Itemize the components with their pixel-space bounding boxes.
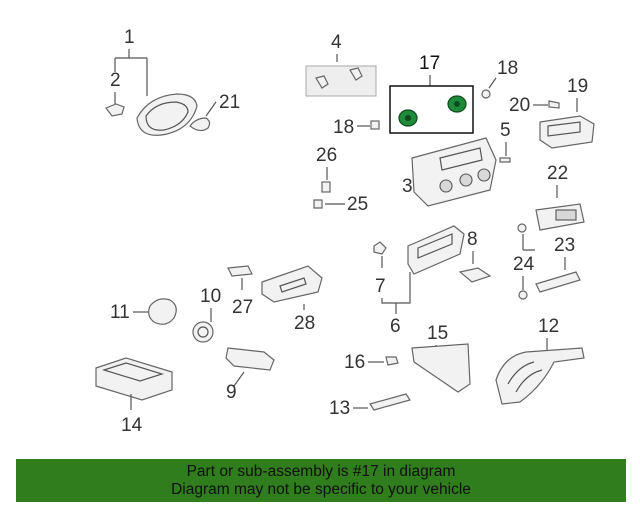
clip-part-18-left: [370, 120, 380, 130]
part-group-4: 4: [305, 32, 377, 97]
part-group-11: 11 10 9: [110, 286, 275, 403]
control-knob-3a: [439, 179, 453, 193]
part-group-27: 27 28: [227, 265, 323, 334]
control-knob-3b: [459, 173, 473, 187]
screw-part-5: [499, 157, 511, 163]
part-group-19: 19 20 5: [499, 76, 595, 163]
lighter-socket-inner: [197, 326, 209, 338]
trim-strip-part-23: [535, 271, 581, 293]
callout-7[interactable]: 7: [375, 276, 386, 297]
notice-banner: Part or sub-assembly is #17 in diagram D…: [16, 459, 626, 502]
lighter-socket-part-10: [192, 321, 214, 343]
callout-13[interactable]: 13: [329, 398, 350, 419]
callout-2[interactable]: 2: [110, 70, 121, 91]
leader-1: [114, 49, 148, 96]
cover-part-28: [261, 265, 323, 303]
callout-16[interactable]: 16: [344, 352, 365, 373]
clip-part-26: [321, 181, 331, 193]
callout-9[interactable]: 9: [226, 382, 237, 403]
tray-part-8: [458, 267, 492, 283]
console-part-12: [495, 347, 585, 405]
part-group-12: 12: [495, 316, 585, 405]
lighter-part-9: [225, 347, 275, 371]
callout-11[interactable]: 11: [110, 302, 130, 323]
callout-10[interactable]: 10: [200, 286, 221, 307]
part-group-17: 17: [389, 53, 474, 134]
callout-22[interactable]: 22: [547, 163, 568, 184]
leader-18-top: [488, 77, 497, 89]
callout-1[interactable]: 1: [124, 27, 135, 48]
callout-26[interactable]: 26: [316, 145, 337, 166]
part-group-8: 8: [458, 229, 492, 283]
leader-21: [205, 101, 217, 117]
callout-3[interactable]: 3: [402, 176, 413, 197]
cover-slot: [279, 277, 307, 293]
console-ribs: [507, 361, 543, 393]
screw-part-20: [548, 100, 560, 109]
callout-15[interactable]: 15: [427, 323, 448, 344]
part-group-22: 22 24 23: [513, 163, 585, 300]
callout-27[interactable]: 27: [232, 297, 253, 318]
callout-5[interactable]: 5: [500, 120, 511, 141]
cluster-bezel-inner: [145, 101, 189, 131]
callout-14[interactable]: 14: [121, 415, 143, 436]
leader-9: [233, 371, 245, 387]
callout-8[interactable]: 8: [467, 229, 478, 250]
switch-panel-buttons: [555, 209, 577, 221]
clip-part-25: [313, 199, 323, 209]
bracket-part-4a: [315, 75, 329, 89]
callout-18-top[interactable]: 18: [497, 58, 518, 79]
bracket-part-4b: [349, 67, 363, 81]
control-knob-3c: [477, 168, 491, 182]
callout-4[interactable]: 4: [331, 32, 342, 53]
tray-inner: [101, 362, 165, 382]
part-group-3: 3: [402, 137, 497, 207]
panel-part-15: [411, 343, 471, 393]
part-group-1: 1 2 21: [105, 27, 240, 136]
control-panel-display: [439, 147, 483, 171]
banner-line-1: Part or sub-assembly is #17 in diagram: [186, 463, 456, 480]
part-group-15: 16 15 13: [329, 323, 471, 419]
callout-12[interactable]: 12: [538, 316, 559, 337]
part-group-14: 14: [95, 357, 173, 436]
callout-17[interactable]: 17: [419, 53, 440, 74]
callout-20[interactable]: 20: [509, 95, 530, 116]
knob-part-21: [189, 117, 211, 132]
part-group-6: 7 6: [373, 225, 465, 337]
pocket-opening: [547, 121, 581, 137]
callout-28[interactable]: 28: [294, 313, 315, 334]
kit-box-4: [305, 65, 377, 97]
callout-24[interactable]: 24: [513, 254, 535, 275]
switch-part-27: [227, 265, 253, 277]
screw-part-16: [385, 356, 399, 366]
strip-part-13: [369, 393, 411, 411]
leader-24: [522, 234, 535, 290]
clip-part-2: [105, 103, 125, 117]
clip-part-18-top: [481, 89, 491, 99]
callout-25[interactable]: 25: [347, 194, 368, 215]
part-group-18: 18 18: [333, 58, 518, 138]
part-group-26: 26 25: [313, 145, 368, 215]
banner-line-2: Diagram may not be specific to your vehi…: [171, 481, 471, 498]
control-panel-part-3: [411, 137, 497, 207]
callout-23[interactable]: 23: [554, 235, 575, 256]
callout-18-left[interactable]: 18: [333, 117, 354, 138]
knob-part-17b-center: [454, 101, 460, 107]
leader-6: [381, 272, 411, 314]
callout-19[interactable]: 19: [567, 76, 588, 97]
switch-part-11: [148, 298, 177, 325]
screw-part-24a: [517, 223, 527, 233]
callout-21[interactable]: 21: [219, 92, 240, 113]
clip-part-7: [373, 241, 387, 255]
screw-part-24b: [518, 290, 528, 300]
knob-part-17a-center: [405, 115, 411, 121]
parts-diagram: 1 2 21 4 17 18 18 19: [95, 27, 595, 436]
bezel-opening: [417, 233, 453, 259]
callout-6[interactable]: 6: [390, 316, 401, 337]
